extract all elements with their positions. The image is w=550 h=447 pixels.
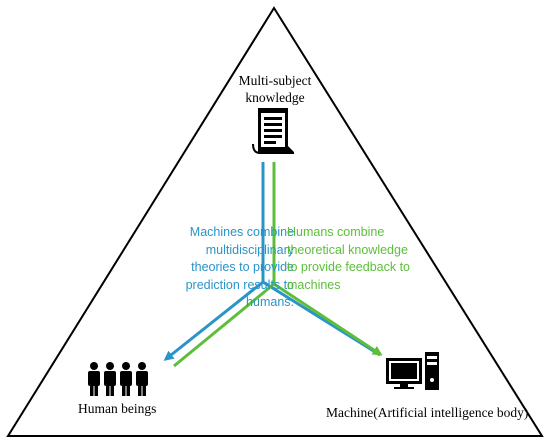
- green-text-line: machines: [287, 277, 341, 292]
- top-label-line: knowledge: [245, 90, 305, 105]
- blue-text-line: humans.: [246, 295, 294, 309]
- blue-text-line: Machines combine: [189, 225, 294, 239]
- human-beings-label: Human beings: [78, 401, 157, 416]
- machine-label: Machine(Artificial intelligence body): [326, 405, 529, 420]
- document-icon: [252, 108, 294, 154]
- top-label-line: Multi-subject: [238, 73, 312, 88]
- computer-icon: [386, 352, 439, 390]
- top-node-label: Multi-subject knowledge: [220, 72, 330, 106]
- green-text-line: to provide feedback to: [287, 260, 410, 274]
- green-flow-to-machine: [273, 282, 383, 356]
- blue-text-line: prediction results to: [185, 277, 294, 292]
- blue-text-line: multidisciplinary: [205, 242, 294, 257]
- green-flow-from-humans: [173, 282, 275, 368]
- green-text-line: theoretical knowledge: [287, 242, 408, 257]
- blue-flow-text: Machines combine multidisciplinary theor…: [124, 224, 294, 312]
- people-icon: [88, 362, 148, 396]
- blue-text-line: theories to provide: [191, 260, 294, 274]
- green-text-line: Humans combine: [287, 225, 385, 239]
- blue-flow-to-humans: [163, 280, 264, 361]
- green-flow-text: Humans combine theoretical knowledge to …: [287, 224, 457, 294]
- outer-triangle: [6, 6, 544, 437]
